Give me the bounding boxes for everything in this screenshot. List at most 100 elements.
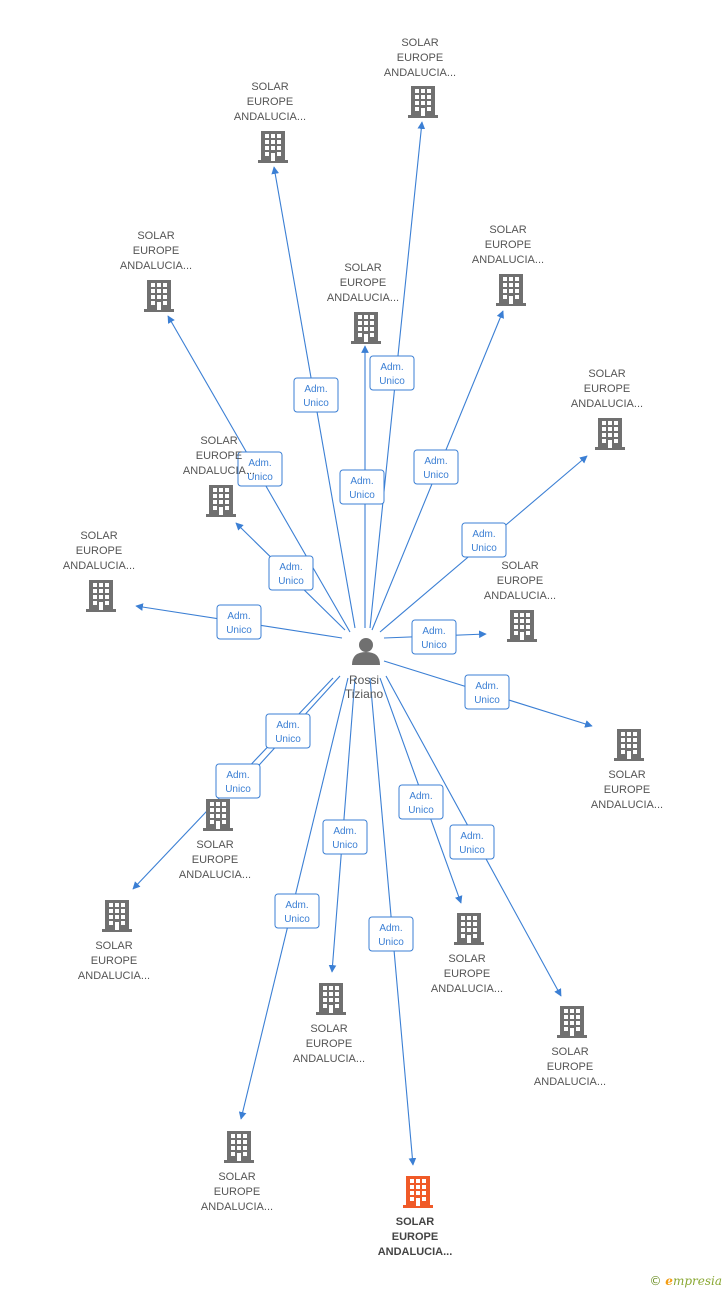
company-name-line2: EUROPE (444, 968, 490, 980)
building-icon (316, 983, 346, 1015)
company-name-line2: EUROPE (196, 450, 242, 462)
building-icon (595, 418, 625, 450)
company-name-line1: SOLAR (551, 1046, 588, 1058)
role-label-line2: Unico (379, 376, 405, 387)
role-label-box[interactable]: Adm.Unico (413, 449, 459, 485)
role-label-line2: Unico (275, 734, 301, 745)
role-label-box[interactable]: Adm. Unico (268, 555, 314, 591)
role-label-line2: Unico (349, 490, 375, 501)
building-icon (614, 729, 644, 761)
building-icon (557, 1006, 587, 1038)
building-icon (224, 1131, 254, 1163)
company-name-line2: EUROPE (340, 277, 386, 289)
company-node[interactable]: SOLAR EUROPE ANDALUCIA... (78, 900, 150, 982)
role-label-box[interactable]: Adm. Unico (411, 619, 457, 655)
company-name-line3: ANDALUCIA... (179, 869, 251, 881)
company-node[interactable]: SOLAREUROPEANDALUCIA... (534, 1006, 606, 1088)
company-name-line3: ANDALUCIA... (234, 111, 306, 123)
brand-name: mpresia (672, 1274, 722, 1288)
company-node[interactable]: SOLAREUROPEANDALUCIA... (327, 262, 399, 344)
role-label-line1: Adm. (226, 770, 249, 781)
nodes-layer: SOLAR EUROPE ANDALUCIA... SOLAR EUROPE ANDALU… (63, 37, 663, 1258)
role-label-line2: Unico (421, 640, 447, 651)
role-label-line1: Adm. (350, 476, 373, 487)
role-label-line1: Adm. (380, 362, 403, 373)
role-label-box[interactable]: Adm.Unico (237, 451, 283, 487)
company-name-line2: EUROPE (604, 784, 650, 796)
building-icon (454, 913, 484, 945)
role-label-line2: Unico (408, 805, 434, 816)
role-label-box[interactable]: Adm.Unico (461, 522, 507, 558)
company-name-line3: ANDALUCIA... (484, 590, 556, 602)
role-label-box[interactable]: Adm. Unico (369, 355, 415, 391)
company-name-line1: SOLAR (95, 940, 132, 952)
role-label-box[interactable]: Adm.Unico (274, 893, 320, 929)
role-label-box[interactable]: Adm.Unico (265, 713, 311, 749)
company-node[interactable]: SOLAR EUROPE ANDALUCIA... (234, 81, 306, 163)
copyright-icon: © (649, 1274, 662, 1288)
role-label-box[interactable]: Adm.Unico (449, 824, 495, 860)
company-name-line1: SOLAR (310, 1023, 347, 1035)
company-name-line1: SOLAR (489, 224, 526, 236)
company-node[interactable]: SOLAREUROPEANDALUCIA... (484, 560, 556, 642)
role-label-line2: Unico (284, 914, 310, 925)
company-node[interactable]: SOLAREUROPEANDALUCIA... (120, 230, 192, 312)
building-icon (408, 86, 438, 118)
role-label-box[interactable]: Adm. Unico (293, 377, 339, 413)
role-label-line1: Adm. (227, 611, 250, 622)
role-label-line1: Adm. (333, 826, 356, 837)
company-name-line2: EUROPE (91, 955, 137, 967)
company-node[interactable]: SOLAREUROPEANDALUCIA... (179, 799, 251, 881)
role-label-line1: Adm. (304, 384, 327, 395)
company-node[interactable]: SOLAREUROPEANDALUCIA... (201, 1131, 273, 1213)
company-name-line3: ANDALUCIA... (183, 465, 255, 477)
company-name-line2: EUROPE (497, 575, 543, 587)
role-label-box[interactable]: Adm.Unico (368, 916, 414, 952)
building-icon (351, 312, 381, 344)
role-label-line2: Unico (303, 398, 329, 409)
company-name-line1: SOLAR (218, 1171, 255, 1183)
role-label-line2: Unico (278, 576, 304, 587)
company-node[interactable]: SOLAREUROPEANDALUCIA... (293, 983, 365, 1065)
role-label-box[interactable]: Adm. Unico (215, 763, 261, 799)
brand-initial: e (665, 1274, 673, 1288)
company-node[interactable]: SOLAR EUROPE ANDALUCIA... (183, 435, 255, 517)
role-label-line1: Adm. (424, 456, 447, 467)
role-label-box[interactable]: Adm.Unico (398, 784, 444, 820)
person-node[interactable]: Rossi Tiziano (345, 638, 384, 701)
company-name-line3: ANDALUCIA... (78, 970, 150, 982)
company-node[interactable]: SOLAR EUROPE ANDALUCIA... (431, 913, 503, 995)
role-label-box[interactable]: Adm. Unico (322, 819, 368, 855)
role-label-line2: Unico (474, 695, 500, 706)
company-node[interactable]: SOLAREUROPEANDALUCIA... (378, 1176, 453, 1258)
company-node[interactable]: SOLAREUROPEANDALUCIA... (591, 729, 663, 811)
company-node[interactable]: SOLAREUROPEANDALUCIA... (472, 224, 544, 306)
company-name-line3: ANDALUCIA... (571, 398, 643, 410)
company-name-line1: SOLAR (448, 953, 485, 965)
role-label-box[interactable]: Adm. Unico (339, 469, 385, 505)
role-label-line1: Adm. (279, 562, 302, 573)
company-name-line1: SOLAR (200, 435, 237, 447)
role-label-line1: Adm. (379, 923, 402, 934)
role-label-box[interactable]: Adm.Unico (216, 604, 262, 640)
company-name-line3: ANDALUCIA... (431, 983, 503, 995)
company-node[interactable]: SOLAREUROPEANDALUCIA... (63, 530, 135, 612)
company-name-line1: SOLAR (137, 230, 174, 242)
role-label-box[interactable]: Adm.Unico (464, 674, 510, 710)
building-icon (86, 580, 116, 612)
company-name-line3: ANDALUCIA... (201, 1201, 273, 1213)
building-icon (102, 900, 132, 932)
company-name-line1: SOLAR (608, 769, 645, 781)
building-icon (496, 274, 526, 306)
role-label-line2: Unico (332, 840, 358, 851)
company-name-line2: EUROPE (247, 96, 293, 108)
building-icon (507, 610, 537, 642)
company-node[interactable]: SOLAREUROPEANDALUCIA... (384, 37, 456, 118)
company-name-line1: SOLAR (401, 37, 438, 49)
person-icon (352, 638, 380, 665)
company-node[interactable]: SOLAREUROPEANDALUCIA... (571, 368, 643, 450)
company-name-line1: SOLAR (251, 81, 288, 93)
role-label-line2: Unico (225, 784, 251, 795)
role-label-line1: Adm. (422, 626, 445, 637)
